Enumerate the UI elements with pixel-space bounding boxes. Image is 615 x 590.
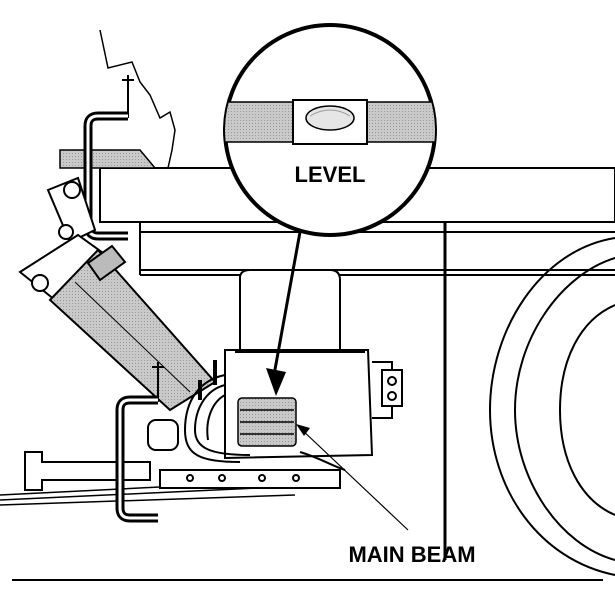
level-label: LEVEL	[295, 162, 366, 187]
upper-clamp	[59, 75, 157, 241]
magnifier-callout: LEVEL	[223, 23, 437, 237]
hydraulic-hoses	[183, 360, 251, 463]
level-gauge-block	[237, 397, 297, 447]
broken-edge-line	[99, 29, 176, 169]
lower-clamp	[115, 362, 164, 523]
main-beam-assembly	[0, 451, 341, 506]
truck-tire	[488, 237, 615, 576]
main-beam-label: MAIN BEAM	[348, 542, 475, 567]
main-beam-leader	[296, 424, 409, 531]
spirit-level	[225, 99, 435, 145]
lift-arm-cylinder	[18, 176, 217, 412]
callout-arrow	[266, 231, 302, 396]
beam-support-bracket	[239, 269, 341, 351]
